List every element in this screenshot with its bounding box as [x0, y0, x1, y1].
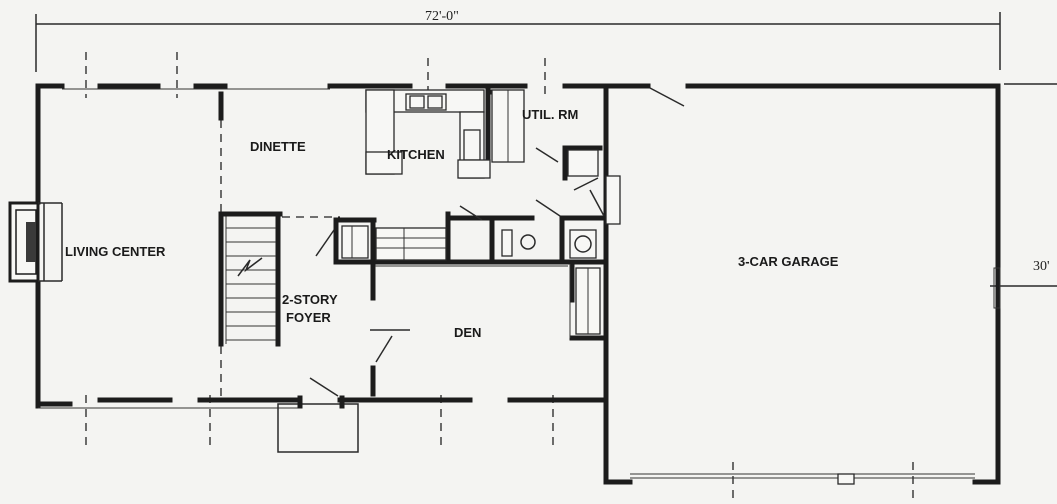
interior-walls: [218, 87, 609, 398]
depth-dimension: 30': [990, 83, 1057, 287]
room-label-living-center: LIVING CENTER: [65, 244, 166, 259]
room-label-util-rm: UTIL. RM: [522, 107, 578, 122]
staircase: [226, 225, 447, 341]
alignment-marks: [85, 52, 914, 504]
width-dimension: 72'-0": [35, 9, 1001, 72]
kitchen-cabinets: [365, 89, 491, 179]
room-label-foyer-line2: FOYER: [286, 310, 331, 325]
room-label-kitchen: KITCHEN: [387, 147, 445, 162]
room-label-den: DEN: [454, 325, 481, 340]
door-swings: [309, 87, 685, 397]
room-label-foyer-line1: 2-STORY: [282, 292, 338, 307]
exterior-walls: [35, 83, 1001, 485]
room-label-garage: 3-CAR GARAGE: [738, 254, 839, 269]
bathroom-fixtures: [501, 229, 597, 259]
width-dimension-label: 72'-0": [425, 9, 459, 24]
front-porch: [277, 395, 359, 453]
room-label-dinette: DINETTE: [250, 139, 306, 154]
fireplace: [8, 201, 63, 283]
depth-dimension-label: 30': [1033, 259, 1050, 274]
utility-appliances: [491, 89, 621, 225]
